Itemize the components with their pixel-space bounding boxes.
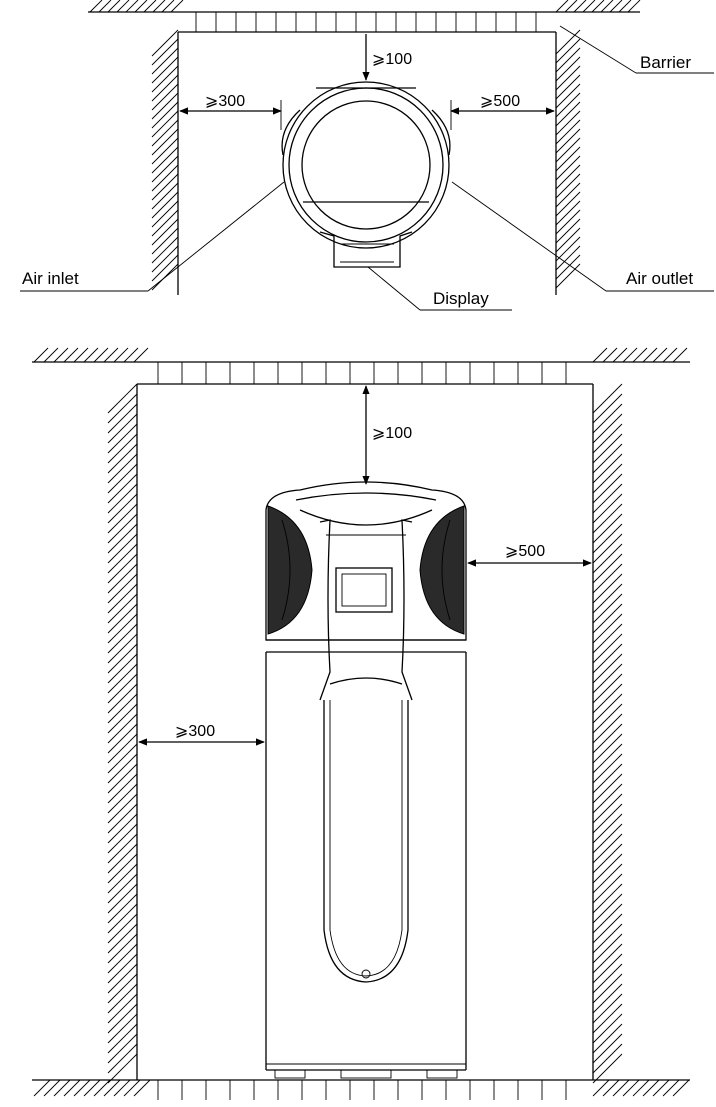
front-view-dim-left-label: ⩾300 [175, 723, 215, 740]
display-callout: Display [367, 266, 512, 311]
front-view-dim-top: ⩾100 [362, 385, 412, 485]
top-view-dim-top-label: ⩾100 [372, 51, 412, 68]
unit-head [265, 481, 467, 701]
front-view-dim-left: ⩾300 [138, 710, 267, 760]
top-view-dim-right: ⩾500 [450, 93, 555, 130]
top-view-right-wall [555, 29, 581, 295]
unit-tank [265, 652, 467, 1079]
front-view-right-wall [592, 383, 623, 1084]
display-housing [319, 231, 413, 268]
top-view-dim-top: ⩾100 [362, 34, 412, 81]
air-inlet-label: Air inlet [22, 269, 79, 288]
front-view-dim-right: ⩾500 [467, 543, 592, 567]
top-view-dim-right-label: ⩾500 [480, 93, 520, 110]
front-view-dim-right-label: ⩾500 [505, 543, 545, 560]
front-view-left-wall [107, 383, 138, 1084]
air-inlet-callout: Air inlet [20, 181, 285, 292]
barrier-callout: Barrier [559, 25, 714, 74]
control-display [335, 567, 393, 613]
top-view-unit [281, 81, 451, 268]
top-view: ⩾100 ⩾300 ⩾500 Barrier Air inlet Air out… [20, 0, 714, 311]
air-outlet-label: Air outlet [626, 269, 693, 288]
front-view-ceiling-wall [32, 347, 690, 385]
barrier-label: Barrier [640, 53, 691, 72]
front-view-dim-top-label: ⩾100 [372, 425, 412, 442]
front-view-floor [32, 1079, 690, 1100]
heat-pump-unit [265, 481, 467, 1079]
top-view-dim-left: ⩾300 [179, 93, 282, 130]
top-view-left-wall [151, 29, 179, 295]
top-view-ceiling-wall [88, 0, 641, 33]
display-label: Display [433, 289, 489, 308]
air-outlet-callout: Air outlet [451, 181, 714, 292]
top-view-dim-left-label: ⩾300 [205, 93, 245, 110]
front-view: ⩾100 ⩾300 ⩾500 [32, 347, 690, 1100]
